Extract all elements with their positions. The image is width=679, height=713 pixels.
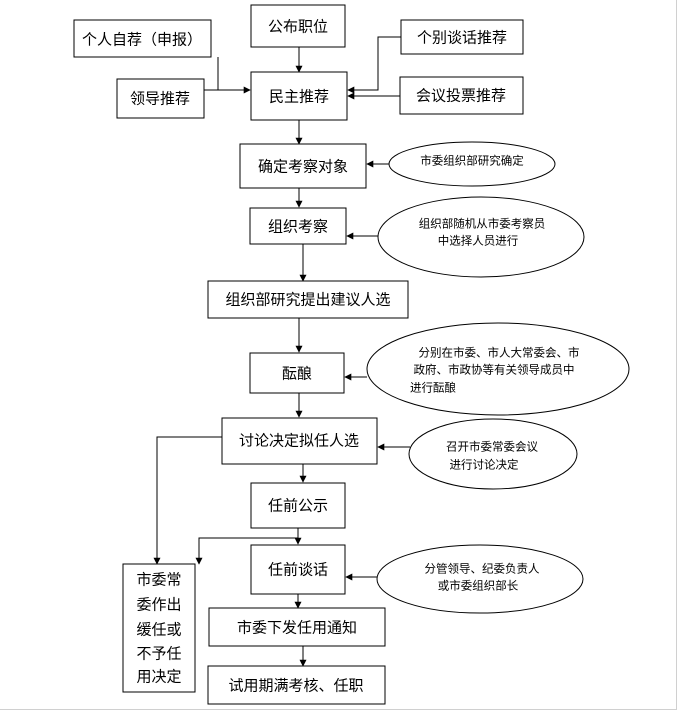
note-text-standing-2: 进行讨论决定 [450, 458, 519, 472]
box-org-inspection [249, 207, 347, 245]
boxes [73, 4, 524, 705]
label-democratic-recommend: 民主推荐 [269, 88, 329, 106]
connectors [153, 36, 410, 667]
box-pre-publicity [250, 482, 346, 529]
box-publish-posts [250, 4, 346, 48]
arrow-discuss-to-sidebox [153, 436, 222, 565]
note-text-standing-1: 召开市委常委会议 [446, 440, 538, 454]
box-determine-candidates [239, 143, 367, 189]
box-deliberation [249, 352, 345, 394]
box-discuss-decide [221, 417, 378, 465]
note-text-talk-2: 或市委组织部长 [438, 579, 519, 593]
box-side-decision [122, 563, 196, 693]
label-org-inspection: 组织考察 [268, 218, 328, 236]
note-org-dept-decide [388, 141, 556, 187]
box-issue-notice [208, 607, 386, 647]
note-text-random-select-2: 中选择人员进行 [438, 234, 519, 248]
note-standing-meeting [408, 418, 578, 490]
side-box-line: 市委常 [136, 571, 181, 589]
note-text-consult-1: 分别在市委、市人大常委会、市 [419, 346, 580, 360]
note-text-org-dept-decide: 市委组织部研究确定 [420, 154, 524, 168]
box-pre-talk [250, 544, 346, 595]
label-issue-notice: 市委下发任用通知 [237, 619, 357, 637]
side-box-line: 委作出 [136, 596, 181, 614]
arrow-talk-to-democratic [347, 36, 401, 94]
label-self-recommend: 个人自荐（申报） [82, 31, 202, 49]
note-text-consult-3: 进行酝酿 [410, 381, 456, 395]
arrow-talk-to-sidebox [195, 537, 298, 565]
label-leader-recommend: 领导推荐 [130, 90, 190, 108]
box-propose-candidates [207, 280, 409, 319]
note-text-random-select-1: 组织部随机从市委考察员 [419, 217, 546, 231]
box-probation [207, 665, 386, 705]
arrow-self-to-democratic [217, 57, 251, 94]
side-box-line: 不予任 [136, 645, 181, 663]
box-leader-recommend [116, 78, 205, 119]
notes [366, 141, 630, 614]
label-publish-posts: 公布职位 [268, 18, 328, 36]
label-determine-candidates: 确定考察对象 [258, 158, 348, 176]
side-box-line: 缓任或 [136, 621, 181, 639]
label-propose-candidates: 组织部研究提出建议人选 [225, 291, 390, 309]
label-pre-talk: 任前谈话 [268, 561, 328, 579]
label-pre-publicity: 任前公示 [268, 497, 328, 515]
note-consult [366, 322, 630, 416]
label-probation: 试用期满考核、任职 [228, 677, 363, 695]
box-self-recommend [73, 19, 212, 58]
label-individual-talk: 个别谈话推荐 [417, 29, 507, 47]
box-democratic-recommend [250, 71, 348, 121]
box-meeting-vote [399, 76, 524, 115]
label-deliberation: 酝酿 [282, 365, 312, 383]
box-individual-talk [400, 19, 524, 55]
note-text-talk-1: 分管领导、纪委负责人 [425, 562, 540, 576]
label-discuss-decide: 讨论决定拟任人选 [239, 432, 359, 450]
side-box-line: 用决定 [136, 668, 181, 686]
note-random-select [377, 196, 585, 278]
label-meeting-vote: 会议投票推荐 [416, 87, 506, 105]
note-text-consult-2: 政府、市政协等有关领导成员中 [414, 363, 575, 377]
note-talk-leaders [376, 544, 584, 614]
